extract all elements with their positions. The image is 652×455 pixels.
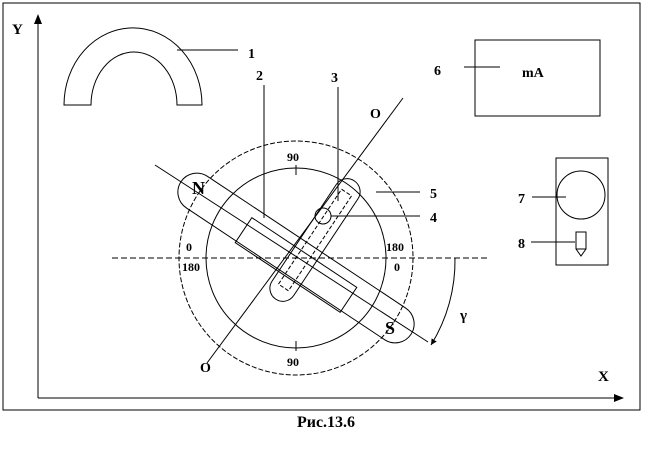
gamma-label: γ xyxy=(459,308,467,324)
callout-8: 8 xyxy=(518,237,525,252)
sample-plate xyxy=(234,216,358,314)
callout-7: 7 xyxy=(518,192,525,207)
pole-axis-line xyxy=(154,164,429,343)
callout-6: 6 xyxy=(434,64,441,79)
horseshoe-magnet: 1 xyxy=(63,27,255,106)
holder-inner-dashed xyxy=(277,188,353,292)
callout-4: 4 xyxy=(430,211,437,226)
dial-circle xyxy=(556,170,606,220)
callout-3: 3 xyxy=(331,71,338,86)
scale-label-bottom: 90 xyxy=(287,355,299,369)
gamma-angle-arc xyxy=(430,257,456,346)
probe-shape xyxy=(575,231,587,257)
callout-5: 5 xyxy=(430,187,437,202)
scale-label-top: 90 xyxy=(287,150,299,164)
o-axis-line xyxy=(206,97,404,364)
callout-1: 1 xyxy=(248,47,255,62)
x-axis-label: X xyxy=(598,369,609,385)
x-axis-arrow xyxy=(614,394,624,402)
dial: 90 90 0 180 180 0 xyxy=(178,140,414,376)
meter-label: mA xyxy=(522,66,545,81)
callout-2: 2 xyxy=(256,69,263,84)
panel-box xyxy=(555,157,609,266)
o-label-bottom: O xyxy=(200,361,211,376)
pole-north: N xyxy=(192,178,205,198)
milliammeter: 6 mA xyxy=(434,39,601,117)
coordinate-axes: Y X xyxy=(12,14,624,402)
y-axis-arrow xyxy=(34,14,42,24)
scale-label-right-upper: 180 xyxy=(386,240,404,254)
outer-dial-circle xyxy=(178,140,414,376)
scale-label-right-lower: 0 xyxy=(394,260,400,274)
o-label-top: O xyxy=(370,107,381,122)
holder-outline xyxy=(269,178,361,302)
control-panel: 7 8 xyxy=(518,157,609,266)
figure-frame xyxy=(2,2,641,411)
pole-south: S xyxy=(385,318,395,338)
rotating-holder xyxy=(269,178,361,302)
scale-label-left-upper: 0 xyxy=(186,240,192,254)
small-sensor-circle xyxy=(314,207,332,225)
figure-caption: Рис.13.6 xyxy=(296,414,356,431)
y-axis-label: Y xyxy=(12,22,23,38)
meter-box xyxy=(474,39,601,117)
scale-label-left-lower: 180 xyxy=(182,260,200,274)
